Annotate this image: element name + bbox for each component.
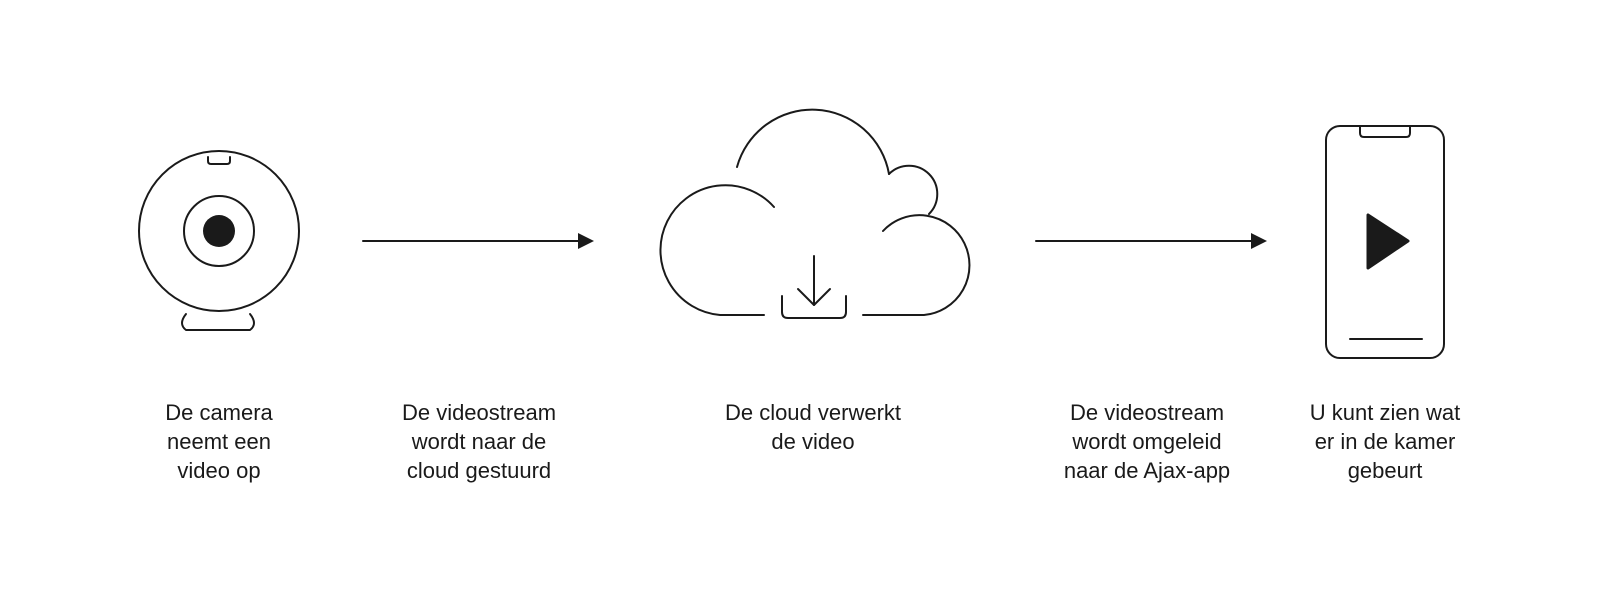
step-caption-phone: U kunt zien wat er in de kamer gebeurt <box>1275 398 1495 485</box>
caption-line: U kunt zien wat <box>1309 400 1461 425</box>
smartphone-play-icon <box>1325 125 1445 359</box>
step-caption-cloud: De cloud verwerkt de video <box>703 398 923 456</box>
step-caption-camera: De camera neemt een video op <box>109 398 329 485</box>
cloud-download-icon <box>659 108 971 319</box>
caption-line: de video <box>771 429 855 454</box>
caption-line: gebeurt <box>1347 458 1423 483</box>
step-caption-stream-to-app: De videostream wordt omgeleid naar de Aj… <box>1037 398 1257 485</box>
caption-line: De videostream <box>1069 400 1225 425</box>
caption-line: naar de Ajax-app <box>1063 458 1231 483</box>
caption-line: cloud gestuurd <box>406 458 552 483</box>
caption-line: De videostream <box>401 400 557 425</box>
step-caption-stream-to-cloud: De videostream wordt naar de cloud gestu… <box>369 398 589 485</box>
caption-line: video op <box>177 458 261 483</box>
arrow-right-icon <box>1035 233 1267 249</box>
caption-line: De camera <box>165 400 273 425</box>
caption-line: neemt een <box>167 429 271 454</box>
caption-line: wordt omgeleid <box>1072 429 1222 454</box>
caption-line: wordt naar de <box>411 429 547 454</box>
caption-line: De cloud verwerkt <box>724 400 902 425</box>
camera-icon <box>138 150 300 331</box>
caption-line: er in de kamer <box>1314 429 1456 454</box>
arrow-right-icon <box>362 233 594 249</box>
